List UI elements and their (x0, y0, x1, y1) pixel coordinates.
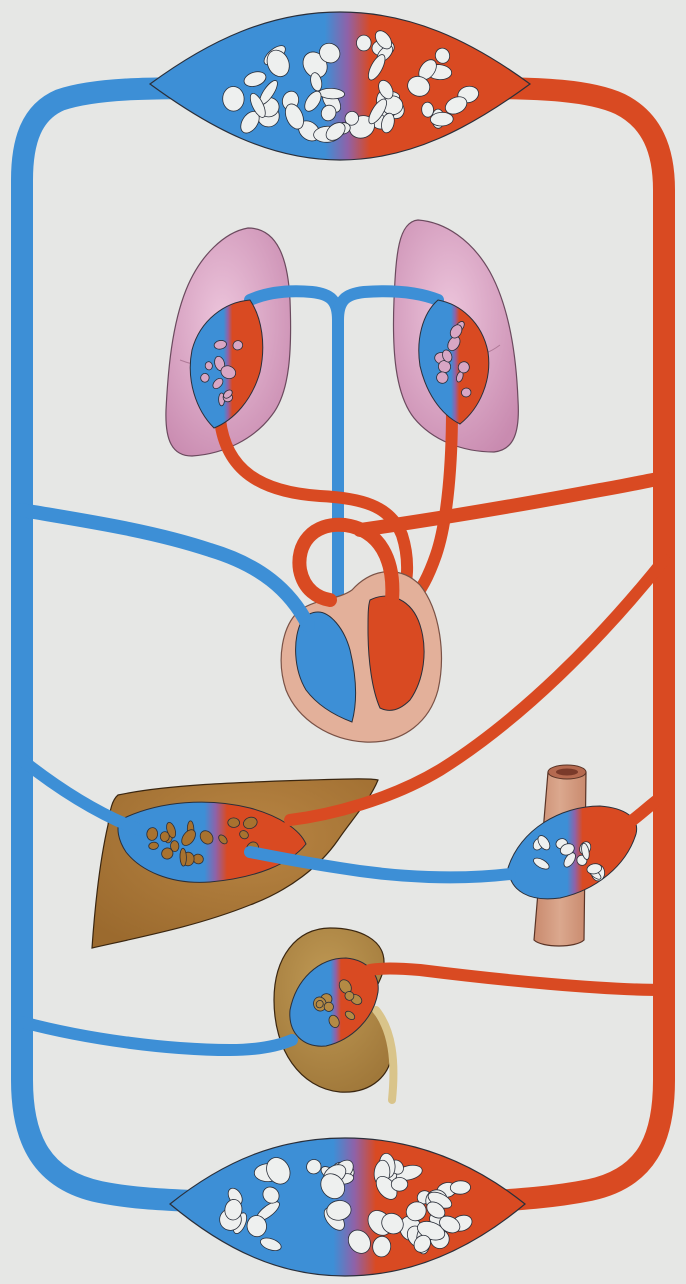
kidney (274, 928, 393, 1100)
intestine (508, 765, 637, 946)
capillary-bed-lower-body (170, 1138, 525, 1276)
renal-vein (22, 1022, 292, 1050)
capillary-gap (430, 112, 453, 126)
capillary-gap (160, 831, 170, 841)
intestine-lumen (556, 769, 578, 776)
pulmonary-vein-right (412, 410, 452, 600)
heart (281, 572, 441, 743)
renal-artery (370, 969, 664, 991)
capillary-gap (222, 86, 244, 111)
capillary-gap (450, 1180, 471, 1194)
aorta (478, 88, 664, 1202)
capillary-gap (391, 1177, 408, 1191)
capillary-bed-upper-body (150, 12, 530, 160)
capillary-bed-top-body (150, 12, 530, 160)
aorta-branch-upper (360, 478, 664, 530)
capillary-gap (170, 840, 179, 851)
capillary-gap (228, 818, 240, 828)
capillary-gap (180, 848, 187, 866)
capillary-gap (357, 35, 372, 51)
superior-vena-cava (22, 510, 308, 625)
